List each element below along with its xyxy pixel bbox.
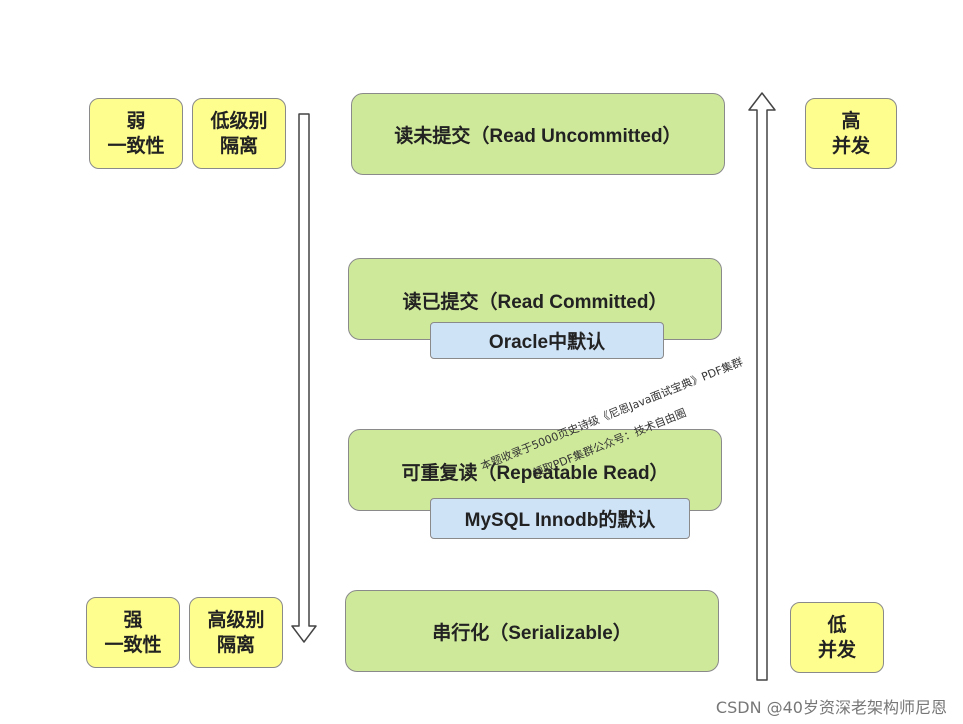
high-concurrency-line2: 并发 xyxy=(831,135,870,157)
level-serializable: 串行化（Serializable） xyxy=(345,590,719,672)
low-concurrency-line2: 并发 xyxy=(817,639,856,661)
strong-consistency-line1: 强 xyxy=(123,609,143,631)
strong-consistency-line2: 一致性 xyxy=(104,634,162,656)
high-isolation-line2: 隔离 xyxy=(216,634,255,656)
level-read-uncommitted-label: 读未提交（Read Uncommitted） xyxy=(394,125,682,147)
weak-consistency-box: 弱 一致性 xyxy=(89,98,183,169)
footer-credit: CSDN @40岁资深老架构师尼恩 xyxy=(715,698,947,717)
high-concurrency-box: 高 并发 xyxy=(805,98,897,169)
oracle-default-note: Oracle中默认 xyxy=(430,322,664,359)
down-arrow-icon xyxy=(291,113,317,643)
mysql-default-note: MySQL Innodb的默认 xyxy=(430,498,690,539)
mysql-default-label: MySQL Innodb的默认 xyxy=(464,510,656,531)
up-arrow-icon xyxy=(748,92,776,681)
level-repeatable-read-label: 可重复读（Repeatable Read） xyxy=(401,463,669,484)
weak-consistency-line1: 弱 xyxy=(126,110,146,132)
low-isolation-box: 低级别 隔离 xyxy=(192,98,286,169)
high-concurrency-line1: 高 xyxy=(841,110,861,132)
high-isolation-line1: 高级别 xyxy=(207,609,265,631)
low-concurrency-line1: 低 xyxy=(827,614,847,636)
low-isolation-line1: 低级别 xyxy=(210,110,268,132)
level-serializable-label: 串行化（Serializable） xyxy=(432,622,632,644)
high-isolation-box: 高级别 隔离 xyxy=(189,597,283,668)
oracle-default-label: Oracle中默认 xyxy=(488,332,606,353)
low-concurrency-box: 低 并发 xyxy=(790,602,884,673)
low-isolation-line2: 隔离 xyxy=(219,135,258,157)
level-read-uncommitted: 读未提交（Read Uncommitted） xyxy=(351,93,725,175)
strong-consistency-box: 强 一致性 xyxy=(86,597,180,668)
weak-consistency-line2: 一致性 xyxy=(107,135,165,157)
level-read-committed-label: 读已提交（Read Committed） xyxy=(402,292,668,313)
